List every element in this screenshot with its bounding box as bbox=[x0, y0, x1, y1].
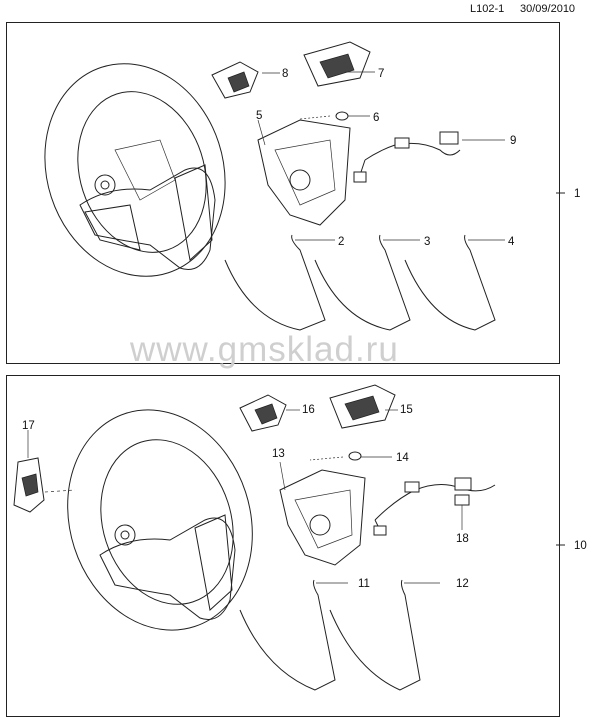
callout-14: 14 bbox=[396, 452, 409, 464]
callout-6: 6 bbox=[373, 112, 380, 124]
screw-6-top bbox=[299, 111, 370, 121]
callout-8: 8 bbox=[282, 68, 289, 80]
callout-4: 4 bbox=[508, 236, 515, 248]
callout-15: 15 bbox=[400, 404, 413, 416]
callout-18: 18 bbox=[456, 533, 469, 545]
callout-11: 11 bbox=[358, 578, 370, 590]
screw-14-bottom bbox=[309, 451, 392, 461]
callout-2: 2 bbox=[338, 236, 345, 248]
callout-10: 10 bbox=[574, 540, 587, 552]
callout-13: 13 bbox=[272, 448, 285, 460]
module-5-top bbox=[257, 119, 351, 226]
bottom-assembly-panel bbox=[6, 375, 560, 717]
callout-3: 3 bbox=[424, 236, 431, 248]
callout-16: 16 bbox=[302, 404, 315, 416]
steering-wheel-top bbox=[44, 63, 226, 277]
switch-15-bottom bbox=[329, 384, 398, 429]
callout-5: 5 bbox=[256, 110, 263, 122]
module-13-bottom bbox=[279, 461, 366, 566]
trim-covers-top bbox=[224, 234, 505, 331]
steering-wheel-bottom bbox=[44, 409, 253, 631]
module-17-bottom bbox=[13, 430, 45, 513]
callout-17: 17 bbox=[22, 420, 35, 432]
harness-18-bottom bbox=[373, 477, 496, 536]
sheet-date: 30/09/2010 bbox=[520, 3, 576, 15]
switch-8-top bbox=[211, 61, 280, 99]
sheet-code: L102-1 bbox=[470, 3, 505, 15]
callout-12: 12 bbox=[456, 578, 469, 590]
callout-9: 9 bbox=[510, 135, 517, 147]
switch-7-top bbox=[303, 41, 375, 87]
callout-1: 1 bbox=[574, 188, 581, 200]
switch-16-bottom bbox=[239, 394, 300, 432]
callout-7: 7 bbox=[378, 68, 385, 80]
trim-covers-bottom bbox=[239, 579, 440, 691]
harness-9-top bbox=[353, 131, 505, 183]
